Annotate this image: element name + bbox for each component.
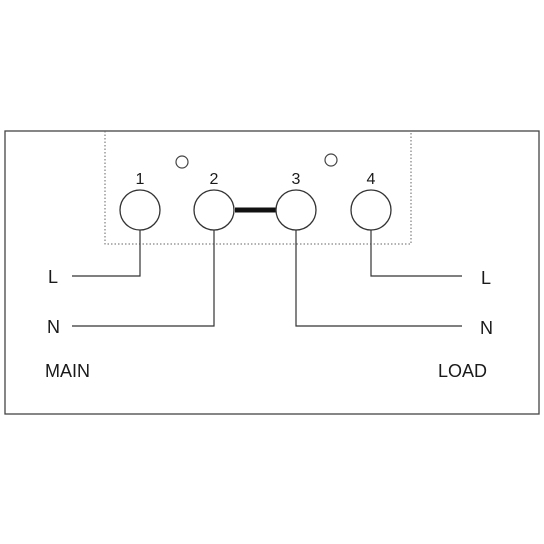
load-neutral-wire xyxy=(295,230,462,327)
mounting-hole xyxy=(324,153,338,167)
terminal-3 xyxy=(275,189,317,231)
load-neutral-label: N xyxy=(480,318,493,338)
terminal-2-number: 2 xyxy=(210,171,219,188)
load-line-label: L xyxy=(481,268,491,288)
terminal-4-number: 4 xyxy=(367,171,376,188)
terminal-3-number: 3 xyxy=(292,171,301,188)
terminal-block-outline xyxy=(104,131,412,245)
load-line-wire xyxy=(370,230,462,277)
main-neutral-label: N xyxy=(47,317,60,337)
terminal-1 xyxy=(119,189,161,231)
mounting-hole xyxy=(175,155,189,169)
load-title: LOAD xyxy=(438,361,487,381)
main-line-label: L xyxy=(48,267,58,287)
terminal-2 xyxy=(193,189,235,231)
enclosure-outline xyxy=(4,130,540,415)
main-title: MAIN xyxy=(45,361,90,381)
terminal-4 xyxy=(350,189,392,231)
main-neutral-wire xyxy=(72,230,215,327)
terminal-1-number: 1 xyxy=(136,171,145,188)
main-line-wire xyxy=(72,230,141,277)
